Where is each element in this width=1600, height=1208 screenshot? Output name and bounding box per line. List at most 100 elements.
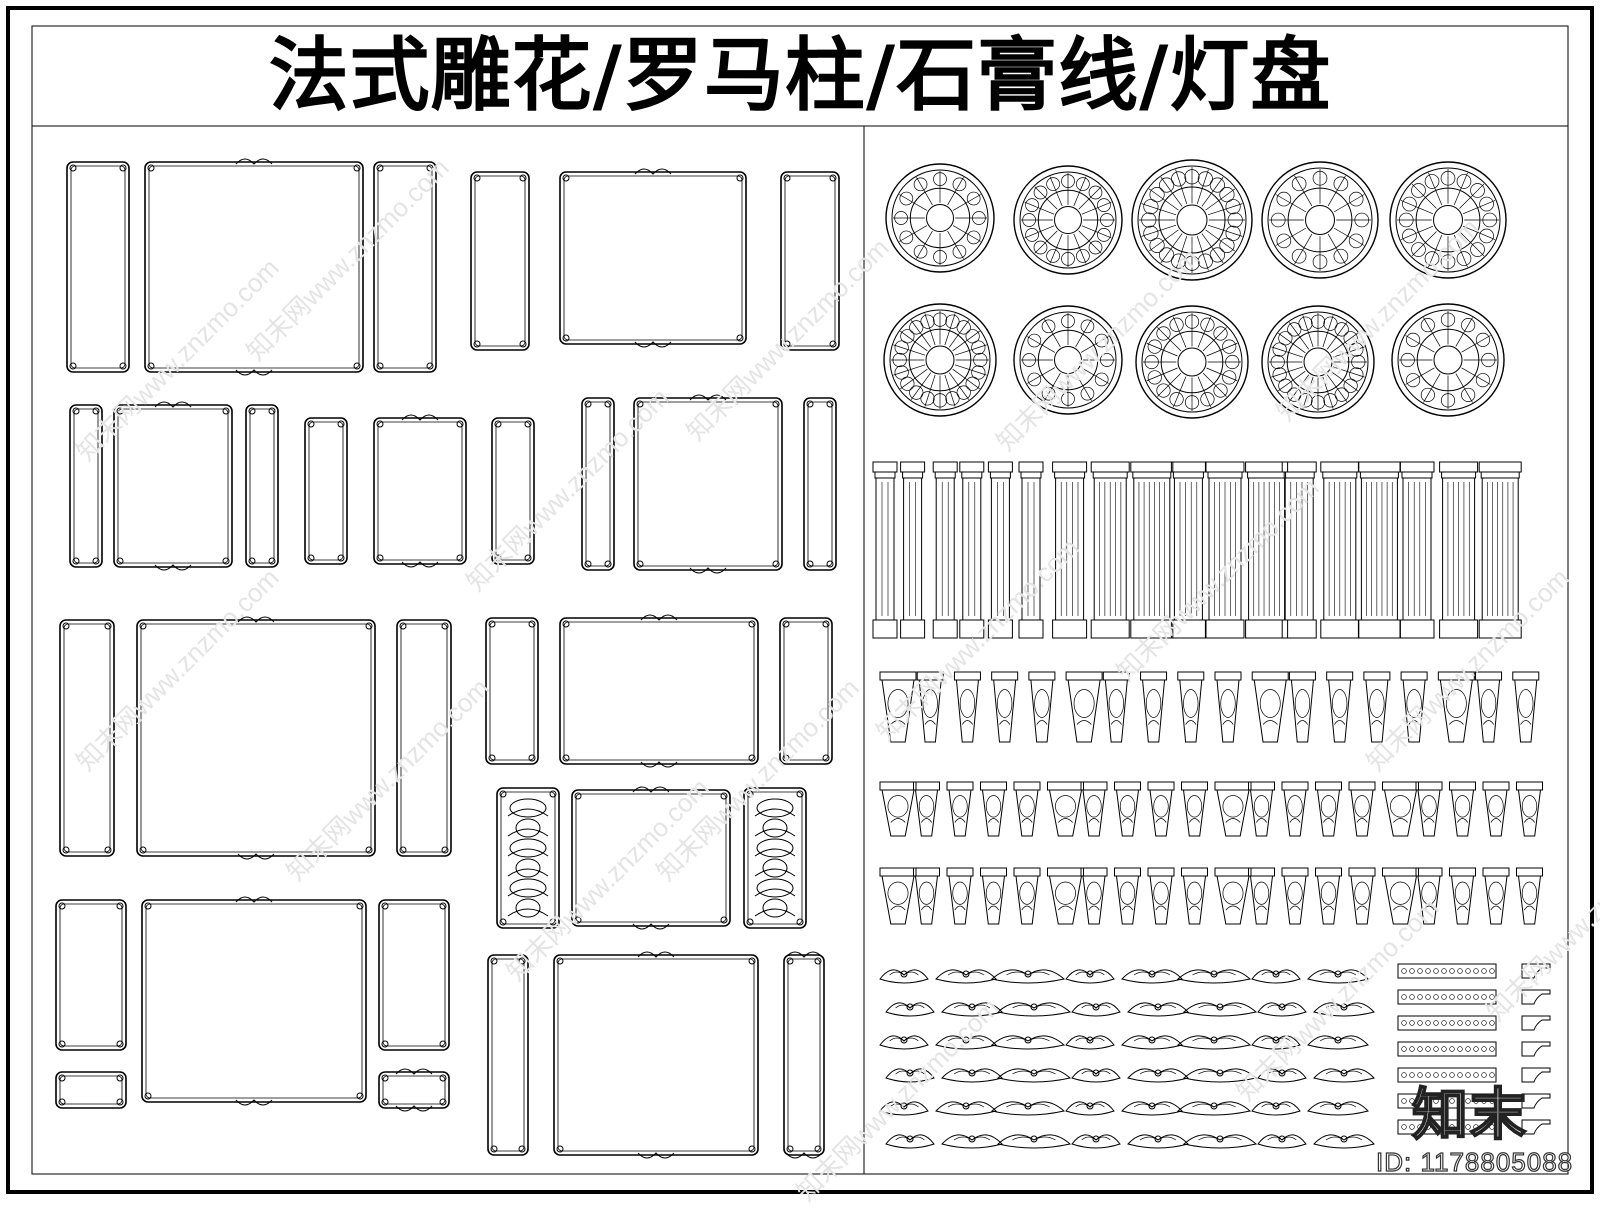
corbel xyxy=(1512,671,1540,743)
carved-frame xyxy=(559,614,759,768)
corbel xyxy=(1114,867,1141,925)
corbel xyxy=(1475,671,1503,743)
corbel xyxy=(1181,867,1208,925)
corbel xyxy=(1281,867,1309,925)
moulding-profiles-group xyxy=(1397,963,1551,1135)
ceiling-medallion xyxy=(1013,305,1123,415)
corbel xyxy=(1288,671,1316,743)
roman-column xyxy=(1357,461,1401,639)
corbel xyxy=(1102,671,1130,743)
brand-logo-text: 知末 xyxy=(1411,1082,1528,1149)
corbel xyxy=(913,781,940,837)
corbel xyxy=(1114,781,1141,837)
corbel xyxy=(1348,781,1376,837)
ceiling-medallion xyxy=(1135,305,1249,419)
carved-frame xyxy=(485,617,539,765)
carved-frame xyxy=(783,951,825,1159)
applique-ornament xyxy=(1071,1068,1121,1083)
corbel xyxy=(1028,671,1056,743)
applique-ornament xyxy=(1182,1134,1258,1149)
corbels-group xyxy=(879,671,1543,925)
applique-ornament xyxy=(1182,1002,1258,1017)
carved-panel-ornament xyxy=(754,798,796,918)
corbel xyxy=(980,867,1007,925)
corbel xyxy=(1248,781,1275,837)
carved-frame xyxy=(144,158,364,376)
roman-column xyxy=(1478,461,1522,639)
corbel xyxy=(913,867,940,925)
corbel xyxy=(1437,671,1475,743)
corbel xyxy=(1177,671,1205,743)
carved-frame xyxy=(378,899,450,1051)
roman-column xyxy=(872,461,898,639)
carved-frame xyxy=(141,896,367,1106)
applique-ornament xyxy=(1127,1002,1189,1017)
corbel xyxy=(1415,867,1443,925)
corbel xyxy=(1140,671,1168,743)
moulding-profile xyxy=(1521,1119,1551,1135)
ceiling-medallion xyxy=(883,303,997,417)
inner-border xyxy=(31,25,1569,1175)
applique-ornament xyxy=(1071,1002,1121,1017)
applique-ornament xyxy=(1257,1134,1307,1149)
moulding-strip xyxy=(1397,1067,1497,1083)
applique-ornament xyxy=(1251,1035,1301,1050)
roman-column xyxy=(1090,461,1130,639)
ceiling-medallion xyxy=(885,163,995,273)
corbel xyxy=(1013,781,1041,837)
carved-frame xyxy=(581,397,615,571)
applique-ornament xyxy=(996,1134,1072,1149)
carved-frame xyxy=(55,1071,127,1109)
roman-column xyxy=(1439,461,1479,639)
ceiling-medallion xyxy=(1261,305,1375,419)
corbel xyxy=(879,781,917,837)
carved-frame xyxy=(378,1068,450,1112)
applique-ornament xyxy=(996,1002,1072,1017)
applique-ornament xyxy=(990,969,1066,984)
applique-ornament xyxy=(1257,1002,1307,1017)
carved-frames-group xyxy=(55,158,840,1159)
carved-frame xyxy=(69,404,103,568)
corbel xyxy=(1147,867,1175,925)
applique-ornament xyxy=(1307,1035,1369,1050)
ceiling-medallions-group xyxy=(883,159,1507,419)
corbel xyxy=(1315,867,1342,925)
brand-logo: 知末 xyxy=(1390,1075,1550,1149)
moulding-strip xyxy=(1397,963,1497,979)
corbel xyxy=(1251,671,1289,743)
roman-column xyxy=(1130,461,1174,639)
applique-ornament xyxy=(1251,969,1301,984)
applique-ornament xyxy=(941,1068,1003,1083)
moulding-profile xyxy=(1521,1041,1551,1057)
carved-frame xyxy=(113,401,233,571)
carved-frame xyxy=(66,161,130,373)
carved-frame xyxy=(633,394,783,574)
corbel xyxy=(1326,671,1354,743)
roman-column xyxy=(1281,461,1317,639)
applique-ornament xyxy=(935,1035,997,1050)
roman-column xyxy=(1052,461,1088,639)
corbel xyxy=(1449,781,1476,837)
applique-ornament xyxy=(1065,1101,1115,1116)
corbel xyxy=(1363,671,1391,743)
carved-frame xyxy=(553,951,759,1159)
applique-ornament xyxy=(879,1035,929,1050)
page-title: 法式雕花/罗马柱/石膏线/灯盘 xyxy=(268,29,1332,122)
carved-frame xyxy=(396,619,452,857)
roman-column xyxy=(987,461,1013,639)
corbel xyxy=(916,671,944,743)
applique-ornament xyxy=(1065,969,1115,984)
corbel xyxy=(879,671,917,743)
corbel xyxy=(1382,781,1419,837)
ceiling-medallion xyxy=(1013,165,1123,275)
applique-ornament xyxy=(885,1002,935,1017)
corbel xyxy=(1080,867,1108,925)
corbel xyxy=(1400,671,1428,743)
carved-frame xyxy=(373,414,467,568)
corbel xyxy=(1013,867,1041,925)
moulding-strip xyxy=(1397,989,1497,1005)
corbel xyxy=(1047,867,1084,925)
corbel xyxy=(953,671,981,743)
roman-column xyxy=(1170,461,1206,639)
carved-frame xyxy=(470,171,530,351)
